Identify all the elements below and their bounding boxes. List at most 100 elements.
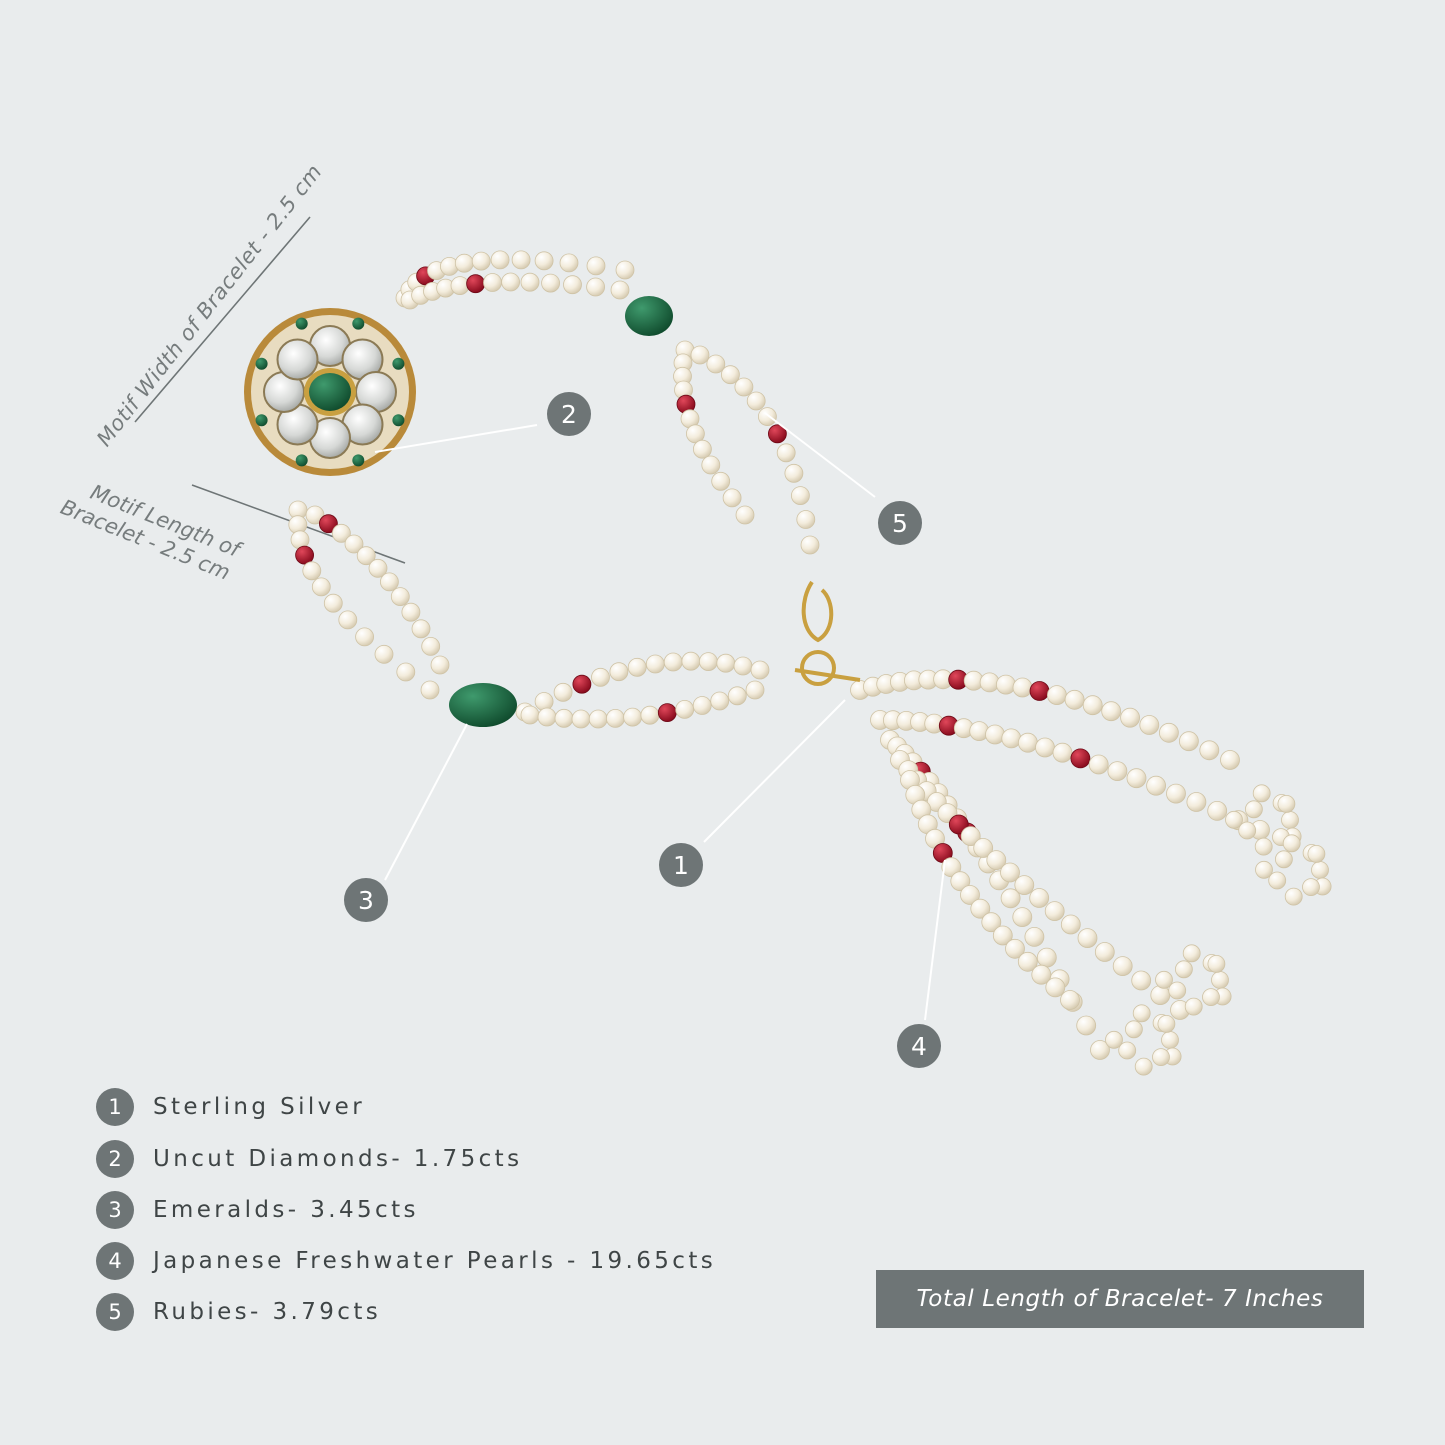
legend-item: 4 Japanese Freshwater Pearls - 19.65cts: [96, 1235, 716, 1286]
ruby-bead: [1070, 748, 1091, 769]
legend-label: Japanese Freshwater Pearls - 19.65cts: [153, 1247, 717, 1274]
legend-number: 2: [96, 1139, 134, 1178]
pearl-bead: [1199, 740, 1220, 761]
pearl-bead: [615, 260, 635, 280]
pearl-bead: [1017, 951, 1038, 972]
pearl-bead: [692, 696, 712, 715]
pearl-bead: [554, 708, 574, 728]
callout-3: 3: [344, 878, 388, 922]
pearl-bead: [1035, 737, 1055, 758]
pearl-bead: [1238, 821, 1257, 840]
emerald-bead-bottom: [449, 683, 517, 727]
emerald-accent: [352, 454, 365, 467]
total-length-banner: Total Length of Bracelet- 7 Inches: [876, 1270, 1364, 1328]
pearl-bead: [1000, 862, 1020, 883]
pearl-bead: [356, 546, 376, 566]
pearl-bead: [1112, 956, 1133, 976]
ruby-bead: [948, 814, 969, 835]
pearl-bead: [784, 463, 804, 483]
pearl-bead: [374, 644, 394, 664]
pearl-bead: [1036, 947, 1057, 968]
pearl-bead: [1268, 871, 1287, 890]
pearl-bead: [734, 377, 754, 397]
pearl-bead: [1211, 971, 1229, 989]
pearl-bead: [985, 724, 1005, 745]
pearl-bead: [701, 455, 721, 475]
pearl-bead: [1157, 1015, 1176, 1033]
pearl-bead: [1252, 784, 1271, 803]
pearl-bead: [1277, 795, 1296, 813]
legend-item: 5 Rubies- 3.79cts: [96, 1286, 716, 1337]
pearl-bead: [1060, 990, 1080, 1010]
diamond-motif: [244, 308, 416, 476]
pearl-bead: [571, 709, 591, 729]
pearl-bead: [1001, 728, 1022, 749]
pearl-bead: [1207, 801, 1228, 821]
pearl-bead: [992, 925, 1013, 946]
legend-item: 2 Uncut Diamonds- 1.75cts: [96, 1133, 716, 1184]
ruby-bead: [318, 514, 338, 534]
callout-lines: [374, 412, 946, 1021]
callout-1: 1: [659, 843, 703, 887]
pearl-bead: [421, 637, 441, 656]
pearl-bead: [1254, 837, 1273, 856]
pearl-bead: [645, 654, 665, 674]
emerald-accent: [255, 357, 268, 370]
pearl-bead: [735, 505, 755, 525]
pearl-bead: [1132, 1004, 1151, 1023]
pearl-bead: [483, 273, 502, 292]
pearl-bead: [973, 838, 994, 858]
pearl-bead: [1082, 695, 1103, 716]
pearl-bead: [675, 700, 695, 719]
pearl-bead: [1284, 887, 1303, 906]
pearl-bead: [941, 857, 962, 878]
pearl-bead: [693, 439, 712, 459]
pearl-bead: [1166, 783, 1186, 804]
pearl-bead: [344, 534, 364, 554]
pearl-bead: [1182, 944, 1201, 963]
pearl-bead: [733, 656, 753, 676]
pearl-bead: [591, 667, 610, 687]
pearl-bead: [1000, 888, 1021, 909]
pearl-bead: [1168, 981, 1187, 1000]
motif-width-line: [134, 216, 311, 423]
pearl-bead: [1146, 775, 1166, 796]
ruby-bead: [466, 274, 486, 294]
pearl-bead: [331, 523, 351, 543]
pearl-bead: [681, 651, 701, 671]
emerald-accent: [295, 317, 308, 330]
pearl-bead: [970, 898, 991, 919]
pearl-bead: [1045, 977, 1066, 998]
pearl-bead: [1152, 1048, 1170, 1066]
pearl-bead: [1012, 677, 1033, 698]
pearl-bead: [390, 587, 410, 606]
pearl-bead: [520, 705, 540, 725]
pearl-bead: [1307, 845, 1326, 863]
pearl-bead: [368, 558, 388, 578]
pearl-bead: [586, 277, 605, 297]
pearl-bead: [1060, 914, 1081, 935]
pearl-bead: [490, 250, 510, 270]
pearl-bead: [1076, 1015, 1097, 1036]
pearl-bead: [745, 680, 765, 700]
center-emerald: [309, 373, 351, 411]
pearl-bead: [355, 627, 375, 647]
pearl-bead: [1094, 942, 1115, 962]
pearl-bead: [1225, 810, 1243, 829]
pearl-bead: [501, 272, 521, 292]
pearl-bead: [454, 253, 474, 273]
legend-item: 1 Sterling Silver: [96, 1080, 716, 1133]
pearl-bead: [1031, 964, 1052, 985]
uncut-diamond: [276, 338, 319, 381]
pearl-bead: [1018, 732, 1038, 753]
pearl-bead: [1052, 742, 1073, 763]
pearl-bead: [559, 253, 579, 273]
pearl-bead: [1047, 685, 1067, 705]
emerald-accent: [392, 357, 405, 370]
pearl-bead: [588, 709, 608, 729]
emerald-accent: [352, 317, 365, 330]
pearl-bead: [1202, 988, 1220, 1006]
pearl-bead: [1088, 754, 1109, 775]
pearl-bead: [1014, 875, 1035, 895]
